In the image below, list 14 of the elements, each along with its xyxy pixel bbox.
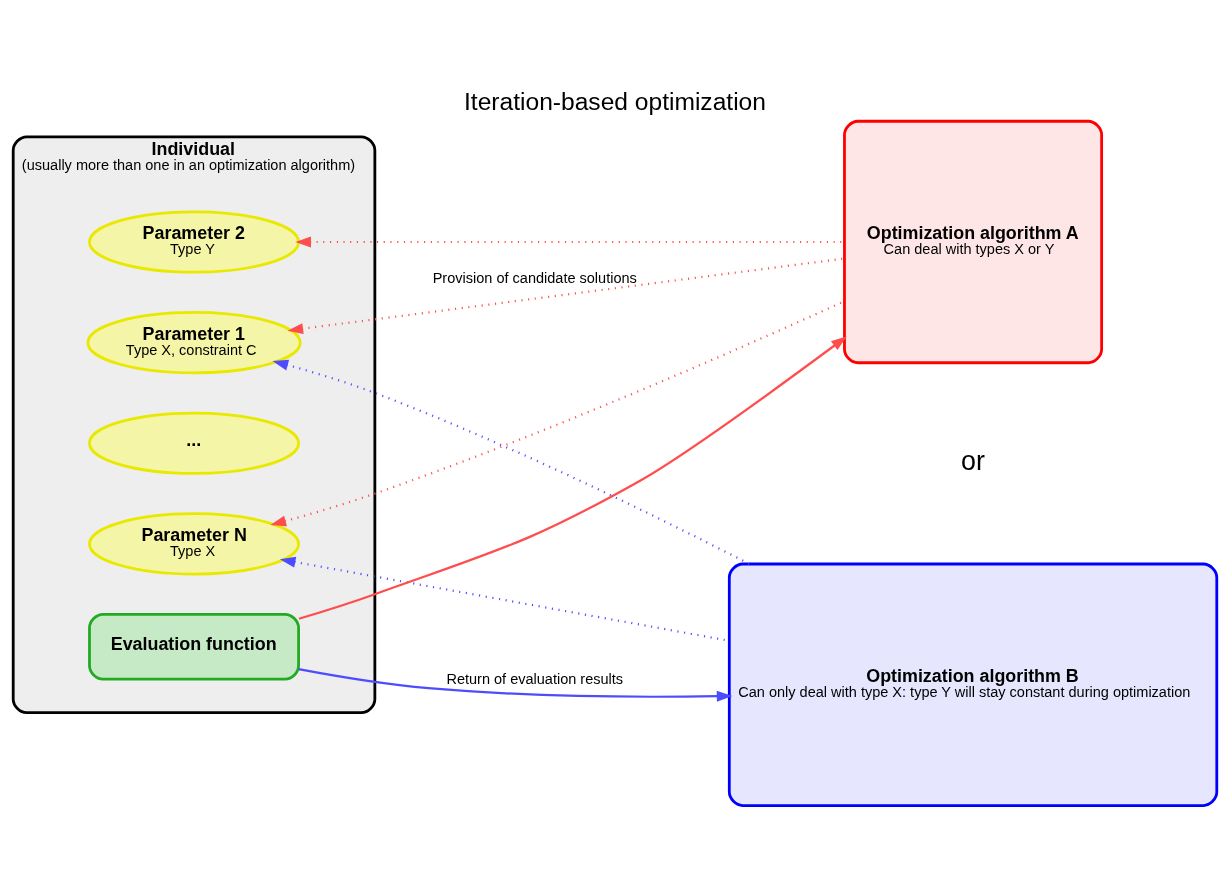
edge-label: Return of evaluation results xyxy=(446,671,624,688)
diagram-title: Iteration-based optimization xyxy=(464,87,766,115)
node-box: Evaluation function xyxy=(88,612,300,681)
label: or xyxy=(961,446,985,477)
node-box: Optimization algorithm A Can deal with types X or Y xyxy=(843,119,1104,365)
node-box: Optimization algorithm B Can only deal with type X: type Y will stay constant during optimization xyxy=(727,562,1219,807)
node-ellipse: ... xyxy=(88,411,300,475)
arrow xyxy=(287,257,845,335)
arrow xyxy=(298,668,733,702)
arrow xyxy=(298,336,847,620)
arrow xyxy=(270,300,845,527)
arrow xyxy=(272,359,750,565)
edge-label: Provision of candidate solutions xyxy=(432,269,637,286)
node-ellipse: Parameter 2 Type Y xyxy=(88,210,300,274)
